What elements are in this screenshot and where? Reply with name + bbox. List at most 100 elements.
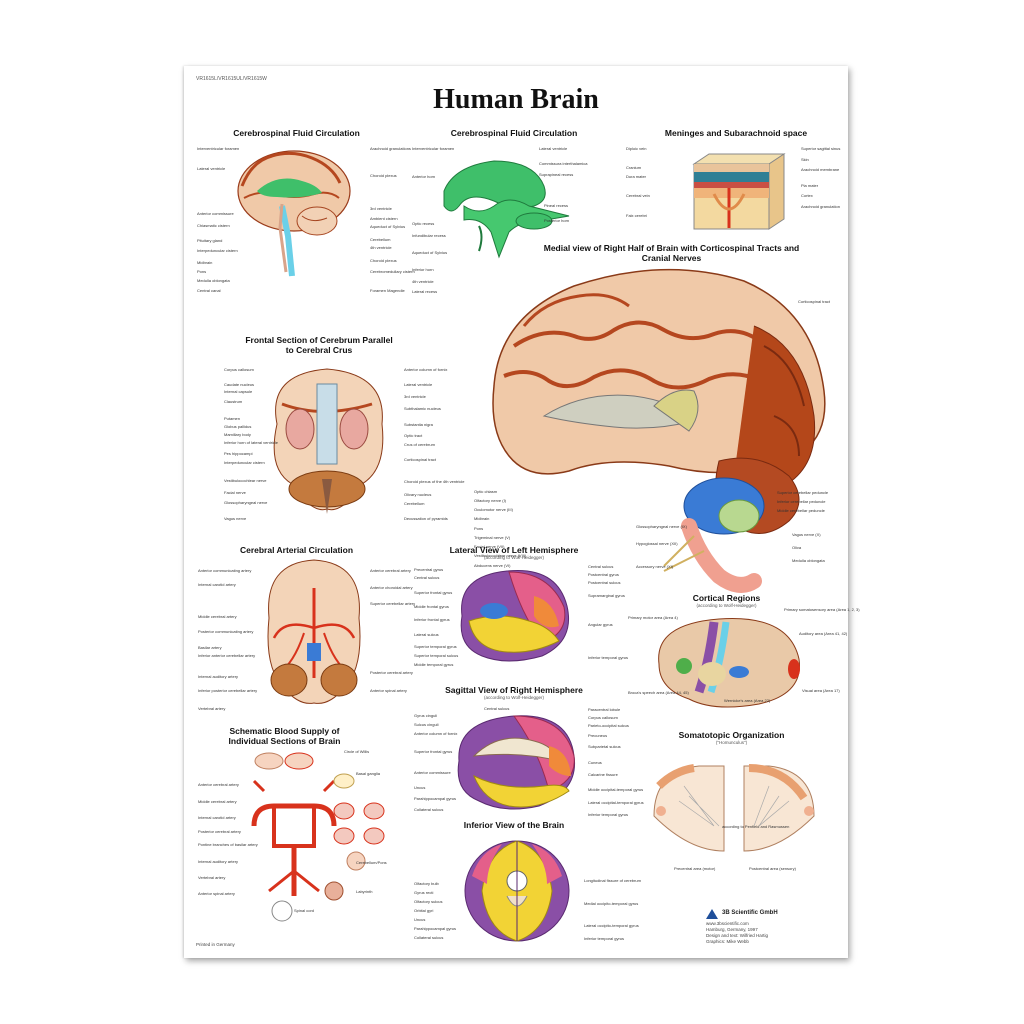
label-cortical-right-2: Visual area (Area 17) [802,688,840,693]
label-csf1-right-2: 3rd ventricle [370,206,392,211]
medial-brain-illustration [492,268,826,593]
label-arterial-right-3: Posterior cerebral artery [370,670,413,675]
label-meninges-left-0: Diploic vein [626,146,647,151]
label-csf1-left-1: Lateral ventricle [197,166,226,171]
label-frontal-right-1: Lateral ventricle [404,382,433,387]
label-medial-left-3: Midbrain [474,516,490,521]
label-sagittal-right-0: Central sulcus [484,706,510,711]
label-lateral-left-6: Superior temporal gyrus [414,644,457,649]
label-inferior-left-1: Gyrus recti [414,890,434,895]
label-csf1-right-7: Choroid plexus [370,258,397,263]
label-lateral-right-4: Angular gyrus [588,622,613,627]
label-csf2-left-7: Lateral recess [412,289,438,294]
label-lateral-right-2: Postcentral sulcus [588,580,621,585]
label-schematic-9: Basal ganglia [356,771,381,776]
label-frontal-right-0: Anterior column of fornix [404,367,448,372]
label-medial-bottom-left-1: Hypoglossal nerve (XII) [636,541,678,546]
label-meninges-right-1: Skin [801,157,809,162]
label-inferior-right-0: Longitudinal fissure of cerebrum [584,878,641,883]
label-arterial-left-0: Anterior communicating artery [198,568,252,573]
poster-sheet: VR1615L/VR1615UL/VR1615W Human Brain Cer… [184,66,860,958]
label-schematic-0: Circle of Willis [344,749,370,754]
label-lateral-right-1: Postcentral gyrus [588,572,619,577]
credit-line-0: www.3bscientific.com [706,921,749,926]
label-csf1-right-3: Ambient cistern [370,216,398,221]
label-csf1-left-8: Medulla oblongata [197,278,230,283]
label-arterial-left-1: Internal carotid artery [198,582,236,587]
label-frontal-right-4: Substantia nigra [404,422,433,427]
label-medial-right-0: Corticospinal tract [798,299,831,304]
label-sagittal-right-7: Calcarine fissure [588,772,618,777]
label-csf2-left-0: Interventricular foramen [412,146,455,151]
label-inferior-left-2: Olfactory sulcus [414,899,443,904]
label-schematic-5: Pontine branches of basilar artery [198,842,258,847]
credit-line-1: Hamburg, Germany, 1997 [706,927,758,932]
label-arterial-right-2: Superior cerebellar artery [370,601,416,606]
label-medial-bottom-left-0: Glossopharyngeal nerve (IX) [636,524,687,529]
label-medial-left-4: Pons [474,526,484,531]
csf-sagittal-illustration [237,150,351,277]
label-sagittal-left-1: Sulcus cinguli [414,722,439,727]
title-inferior-view: Inferior View of the Brain [463,820,565,830]
label-inferior-left-4: Uncus [414,917,426,922]
csf-ventricles-illustration [443,160,570,259]
label-frontal-left-1: Caudate nucleus [224,382,255,387]
label-cortical-left-1: Broca's speech area (Area 44, 45) [628,690,689,695]
label-meninges-right-2: Arachnoid membrane [801,167,840,172]
label-csf2-right-4: Posterior horn [544,218,570,223]
label-csf1-right-6: 4th ventricle [370,245,392,250]
label-schematic-3: Internal carotid artery [198,815,236,820]
label-meninges-right-5: Arachnoid granulation [801,204,840,209]
label-csf2-right-2: Suprapineal recess [539,172,574,177]
label-schematic-1: Anterior cerebral artery [198,782,239,787]
label-meninges-right-4: Cortex [801,193,813,198]
label-schematic-10: Cerebellum/Pons [356,860,387,865]
label-schematic-8: Anterior spinal artery [198,891,235,896]
label-frontal-right-2: 3rd ventricle [404,394,426,399]
label-lateral-right-0: Central sulcus [588,564,614,569]
label-lateral-left-5: Lateral sulcus [414,632,439,637]
label-cortical-left-0: Primary motor area (Area 4) [628,615,678,620]
cortical-regions-illustration [658,618,800,708]
label-csf1-left-0: Interventricular foramen [197,146,240,151]
label-csf2-left-1: Anterior horn [412,174,436,179]
label-medial-left-1: Olfactory nerve (I) [474,498,507,503]
label-sagittal-right-4: Precuneus [588,733,608,738]
title-csf-left: Cerebrospinal Fluid Circulation [233,128,360,138]
label-medial-left-6: Facial nerve (VII) [474,544,505,549]
inferior-view-illustration [464,840,570,942]
label-lateral-left-2: Superior frontal gyrus [414,590,453,595]
label-csf1-right-4: Aqueduct of Sylvius [370,224,406,229]
label-sagittal-left-2: Anterior column of fornix [414,731,458,736]
label-frontal-left-0: Corpus callosum [224,367,254,372]
label-frontal-right-6: Crus of cerebrum [404,442,435,447]
title-arterial: Cerebral Arterial Circulation [239,545,354,555]
catalog-code: VR1615L/VR1615UL/VR1615W [196,76,267,82]
label-schematic-11: Labyrinth [356,889,373,894]
label-inferior-left-5: Parahippocampal gyrus [414,926,457,931]
label-frontal-right-10: Cerebellum [404,501,425,506]
label-medial-right-3: Middle cerebellar peduncle [777,508,825,513]
label-frontal-left-10: Vestibulocochlear nerve [224,478,267,483]
label-frontal-left-2: Internal capsule [224,389,253,394]
label-arterial-left-4: Basilar artery [198,645,222,650]
label-frontal-left-3: Claustrum [224,399,243,404]
label-csf2-left-6: 4th ventricle [412,279,434,284]
label-frontal-left-9: Interpeduncular cistern [224,460,265,465]
label-lateral-right-3: Supramarginal gyrus [588,593,625,598]
label-lateral-left-0: Precentral gyrus [414,567,444,572]
label-medial-bottom-right-2: Medulla oblongata [792,558,825,563]
title-meninges: Meninges and Subarachnoid space [664,128,808,138]
label-csf1-left-3: Chiasmatic cistern [197,223,230,228]
arterial-illustration [267,559,361,704]
title-schematic: Schematic Blood Supply of Individual Sec… [228,726,341,746]
label-medial-left-5: Trigeminal nerve (V) [474,535,511,540]
label-medial-left-8: Abducens nerve (VI) [474,563,511,568]
label-frontal-right-8: Choroid plexus of the 4th ventricle [404,479,465,484]
label-csf2-right-0: Lateral ventricle [539,146,568,151]
label-cortical-right-0: Primary somatosensory area (Area 1, 2, 3… [784,607,860,612]
label-sagittal-right-1: Paracentral lobule [588,707,621,712]
label-medial-left-2: Oculomotor nerve (III) [474,507,513,512]
label-sagittal-left-3: Superior frontal gyrus [414,749,453,754]
label-csf2-left-4: Aqueduct of Sylvius [412,250,448,255]
